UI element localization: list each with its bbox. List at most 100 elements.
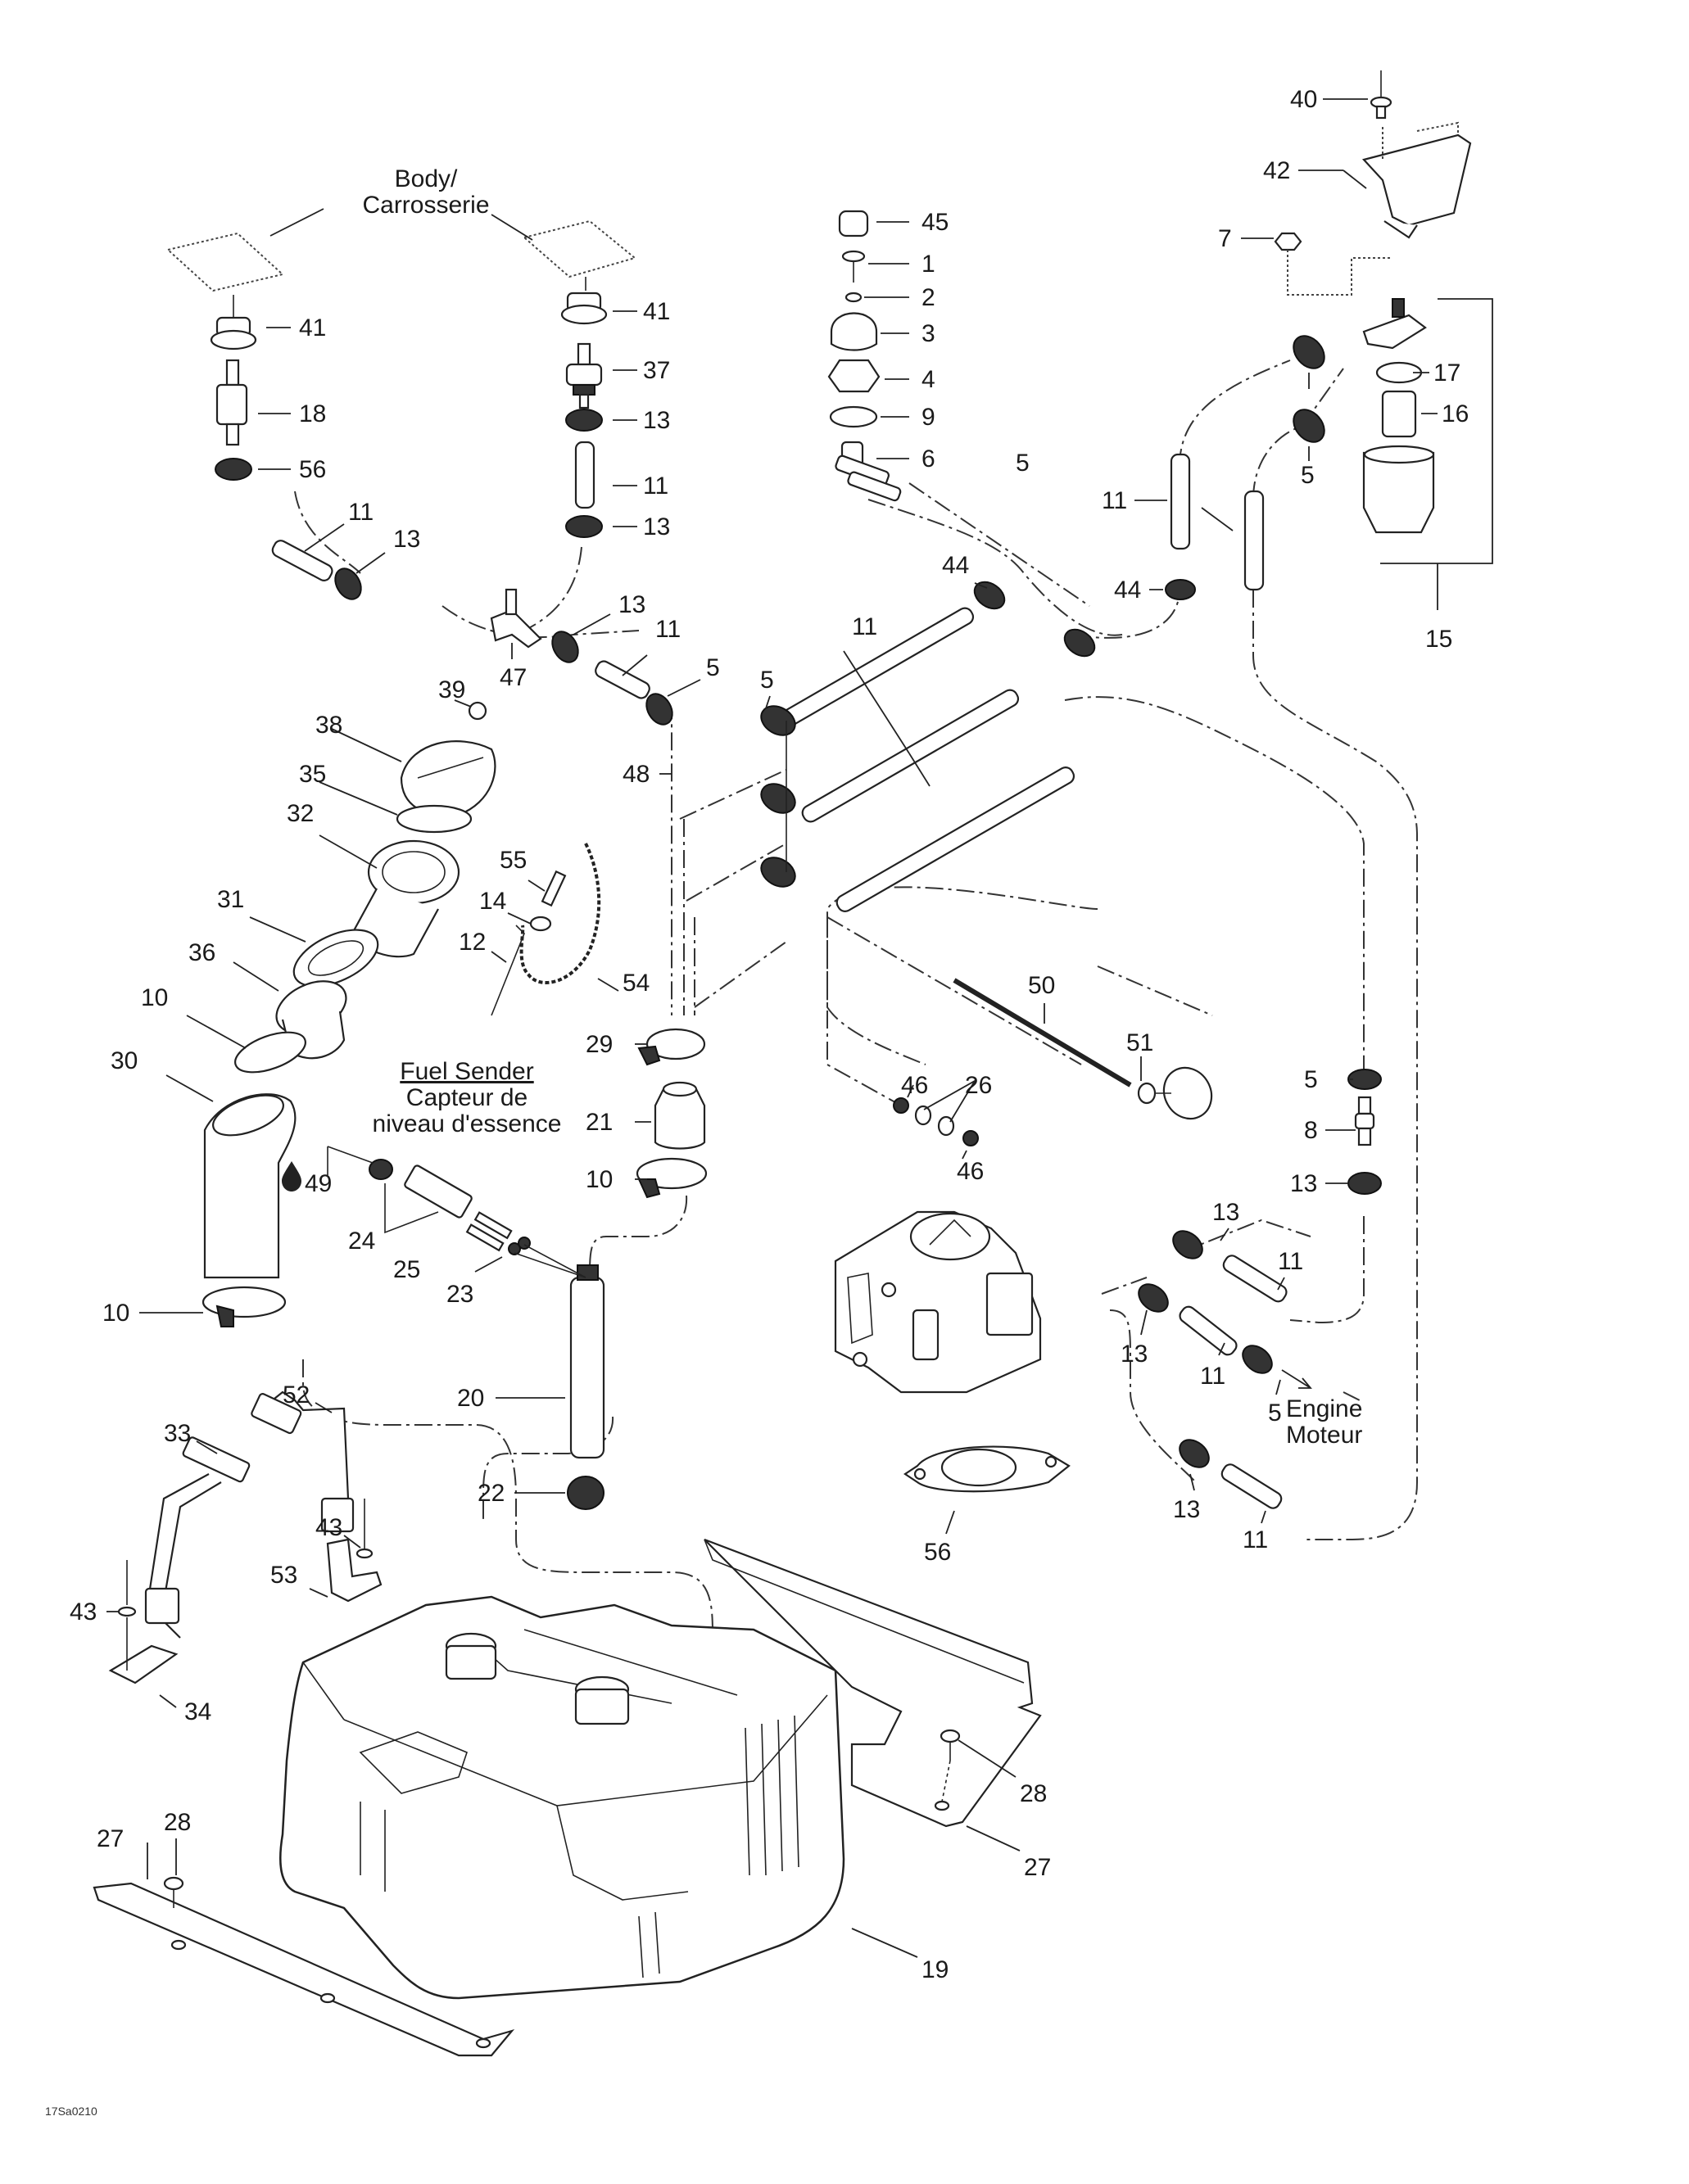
clamp-13-upper bbox=[565, 409, 603, 432]
fuel-sender-label-fr-1: Capteur de bbox=[406, 1084, 528, 1111]
fitting-8 bbox=[1354, 1096, 1375, 1146]
callout-56-vent: 56 bbox=[299, 456, 326, 483]
fuel-sender-label-fr-2: niveau d'essence bbox=[373, 1110, 562, 1137]
callout-5-engine: 5 bbox=[1268, 1399, 1282, 1427]
filter-element-16 bbox=[1381, 390, 1417, 438]
clamp-44-center bbox=[1063, 628, 1096, 658]
rivet-12 bbox=[491, 925, 525, 1016]
fuel-sender-annotation: Fuel Sender Capteur de niveau d'essence bbox=[373, 1058, 562, 1137]
engine-label-fr: Moteur bbox=[1286, 1422, 1362, 1449]
callout-13-tee: 13 bbox=[618, 591, 645, 618]
callout-22: 22 bbox=[478, 1480, 505, 1507]
callout-14: 14 bbox=[479, 888, 506, 915]
grommet-41-left bbox=[210, 316, 257, 350]
callout-13-vent-lower: 13 bbox=[643, 513, 670, 540]
screw-1 bbox=[841, 250, 866, 283]
callout-46-lower: 46 bbox=[957, 1158, 984, 1185]
callout-2: 2 bbox=[921, 284, 935, 311]
clamp-44-left bbox=[973, 581, 1006, 610]
clamp-13-lower bbox=[565, 515, 603, 538]
hose-11-diagonal-left bbox=[271, 540, 333, 581]
clamp-5-right bbox=[1347, 1069, 1382, 1090]
callout-44-right: 44 bbox=[1114, 577, 1141, 604]
washer-14 bbox=[529, 916, 552, 932]
engine-label-en: Engine bbox=[1286, 1395, 1362, 1422]
hose-11-carb-middle bbox=[1179, 1305, 1238, 1356]
callout-11-carb-lower: 11 bbox=[1243, 1526, 1268, 1553]
gasket-31 bbox=[292, 929, 379, 988]
callout-11-diagonal: 11 bbox=[348, 499, 374, 526]
hose-11-tee bbox=[595, 660, 650, 699]
filler-cap-38 bbox=[400, 740, 496, 816]
clamp-5-tee bbox=[645, 693, 673, 726]
callout-labels: 40 42 7 45 1 2 3 4 9 6 41 41 18 37 13 56… bbox=[70, 86, 1469, 1983]
callout-13-carb-upper: 13 bbox=[1212, 1199, 1239, 1226]
callout-20: 20 bbox=[457, 1385, 484, 1412]
main-fuel-lines bbox=[760, 607, 1075, 912]
callout-15: 15 bbox=[1425, 626, 1452, 653]
hose-11-carb-lower bbox=[1220, 1463, 1283, 1509]
buckle-33 bbox=[182, 1436, 251, 1483]
callout-19: 19 bbox=[921, 1956, 949, 1983]
callout-13-carb-lower: 13 bbox=[1173, 1496, 1200, 1523]
callout-13-diagonal: 13 bbox=[393, 526, 420, 553]
callout-5-line: 5 bbox=[760, 667, 774, 694]
callout-5-right: 5 bbox=[1304, 1066, 1318, 1093]
washer-26-upper bbox=[914, 1105, 932, 1126]
callout-11-tee: 11 bbox=[655, 616, 681, 643]
callout-34: 34 bbox=[184, 1698, 211, 1725]
screw-28-right bbox=[940, 1729, 961, 1802]
callout-45: 45 bbox=[921, 209, 949, 236]
callout-6: 6 bbox=[921, 445, 935, 473]
callout-43-left: 43 bbox=[70, 1598, 97, 1626]
filter-bowl bbox=[1362, 451, 1435, 534]
choke-assembly bbox=[826, 916, 1213, 1160]
tank-strap-assembly bbox=[108, 1390, 383, 1684]
callout-17: 17 bbox=[1433, 359, 1460, 387]
clamp-44-right bbox=[1165, 579, 1196, 600]
clamp-13-carb-upper bbox=[1172, 1230, 1203, 1259]
callout-38: 38 bbox=[315, 712, 342, 739]
body-annotation: Body/ Carrosserie bbox=[362, 165, 489, 219]
body-label-fr: Carrosserie bbox=[362, 192, 489, 219]
clamp-13-right bbox=[1347, 1172, 1382, 1195]
nut-46-upper bbox=[893, 1097, 909, 1114]
hose-11-vertical bbox=[574, 441, 595, 509]
callout-50: 50 bbox=[1028, 972, 1055, 999]
bolt-43-right bbox=[355, 1499, 374, 1559]
clamp-13-tee bbox=[551, 631, 579, 663]
callout-11-carb-upper: 11 bbox=[1278, 1248, 1303, 1275]
callout-24: 24 bbox=[348, 1228, 375, 1255]
callout-53: 53 bbox=[270, 1562, 297, 1589]
callout-56-carb: 56 bbox=[924, 1539, 951, 1566]
callout-48: 48 bbox=[623, 761, 650, 788]
screw-28-left bbox=[163, 1876, 184, 1908]
callout-27-right: 27 bbox=[1024, 1854, 1051, 1881]
callout-55: 55 bbox=[500, 847, 527, 874]
bracket-53 bbox=[326, 1538, 383, 1603]
callout-13-carb-middle: 13 bbox=[1121, 1341, 1148, 1368]
clamp-56 bbox=[215, 458, 252, 481]
callout-52: 52 bbox=[283, 1381, 310, 1409]
bracket-15 bbox=[1380, 298, 1493, 564]
callout-13-vent-upper: 13 bbox=[643, 407, 670, 434]
callout-3: 3 bbox=[921, 320, 935, 347]
vent-valve-37 bbox=[565, 342, 603, 409]
grommet-41-right bbox=[560, 292, 608, 325]
callout-47: 47 bbox=[500, 664, 527, 691]
washer-2 bbox=[844, 292, 863, 303]
fuel-sender-20 bbox=[569, 1276, 605, 1459]
callout-7: 7 bbox=[1218, 225, 1232, 252]
body-panel-left bbox=[165, 232, 285, 292]
clamp-5-filter-lower bbox=[1293, 409, 1325, 443]
clamp-10-upper bbox=[234, 1031, 306, 1074]
gasket-35 bbox=[396, 804, 473, 834]
skid-plate-27-right bbox=[704, 1538, 1042, 1828]
carburetor bbox=[834, 1210, 1042, 1394]
bracket-42 bbox=[1361, 133, 1472, 227]
callout-46-upper: 46 bbox=[901, 1072, 928, 1099]
callout-29: 29 bbox=[586, 1031, 613, 1058]
clamp-13-carb-middle bbox=[1138, 1283, 1169, 1313]
callout-41-left: 41 bbox=[299, 314, 326, 341]
callout-33: 33 bbox=[164, 1420, 191, 1447]
